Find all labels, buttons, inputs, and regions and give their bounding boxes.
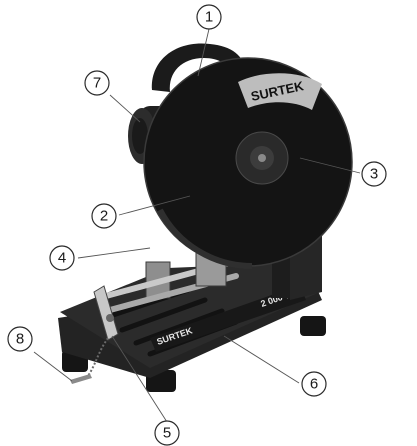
callout-2: 2 bbox=[91, 203, 117, 229]
motor-end-cap-inner bbox=[132, 118, 148, 154]
vise-lever bbox=[93, 285, 119, 341]
callout-3-number: 3 bbox=[370, 166, 378, 183]
callout-6: 6 bbox=[301, 371, 327, 397]
callout-4: 4 bbox=[49, 245, 75, 271]
leader-lines bbox=[33, 28, 361, 423]
leader-8 bbox=[33, 351, 73, 382]
blade-guard: SURTEK bbox=[143, 57, 353, 269]
base-foot-right bbox=[300, 316, 326, 336]
callout-5-number: 5 bbox=[163, 425, 171, 442]
callout-3: 3 bbox=[361, 161, 387, 187]
callout-1: 1 bbox=[196, 4, 222, 30]
leader-4 bbox=[77, 247, 151, 259]
wrench bbox=[70, 374, 92, 384]
leader-5 bbox=[111, 335, 168, 423]
callout-1-number: 1 bbox=[205, 9, 213, 26]
vise-assembly bbox=[70, 251, 239, 384]
leader-2 bbox=[118, 195, 191, 216]
vise-lever-pivot bbox=[106, 314, 114, 322]
blade-hub-bolt bbox=[258, 154, 266, 162]
callout-4-number: 4 bbox=[58, 250, 66, 267]
callout-7-number: 7 bbox=[93, 75, 101, 92]
callout-6-number: 6 bbox=[310, 376, 318, 393]
callout-5: 5 bbox=[154, 420, 180, 446]
leader-7 bbox=[109, 94, 141, 123]
leader-1 bbox=[197, 28, 210, 77]
callout-8-number: 8 bbox=[16, 331, 24, 348]
callout-7: 7 bbox=[84, 70, 110, 96]
callout-2-number: 2 bbox=[100, 208, 108, 225]
leader-6 bbox=[223, 335, 300, 384]
guard-highlight bbox=[157, 208, 253, 269]
base-label-strip bbox=[150, 285, 306, 352]
handle-grip bbox=[151, 43, 246, 92]
leader-3 bbox=[299, 157, 361, 174]
guard-logo-band bbox=[238, 73, 322, 110]
callout-8: 8 bbox=[7, 326, 33, 352]
